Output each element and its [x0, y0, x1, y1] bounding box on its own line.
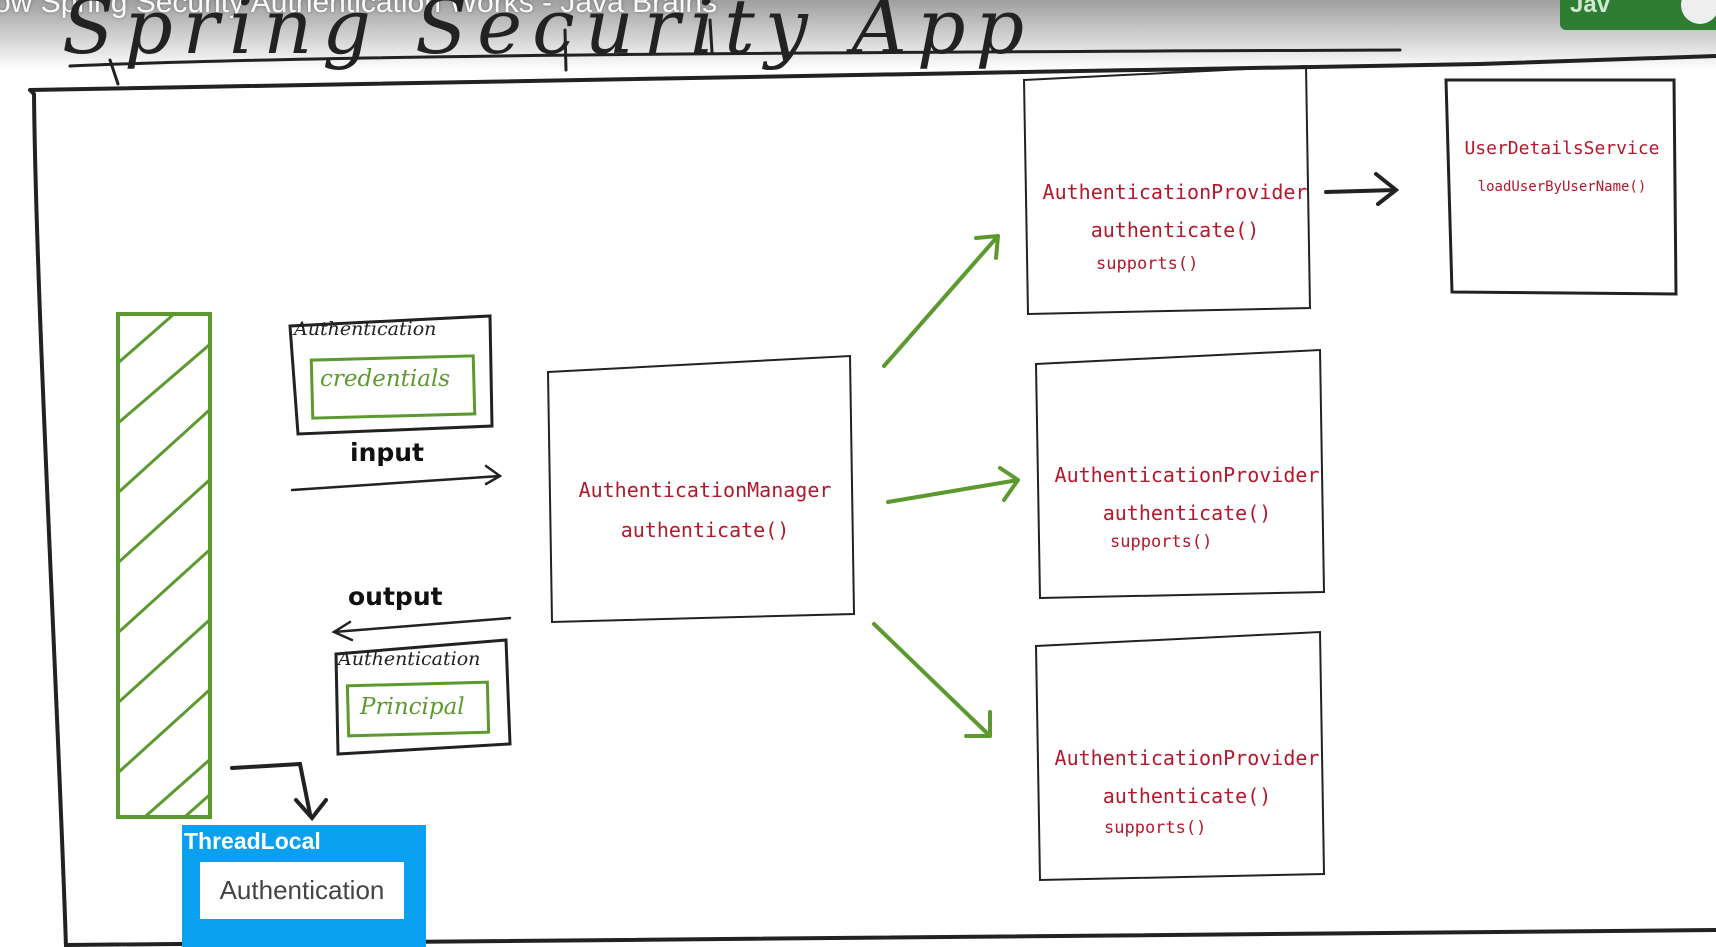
filter-hatched-block: [116, 312, 212, 819]
provider-box-1: [1022, 64, 1312, 316]
authentication-manager-method: authenticate(): [620, 518, 790, 542]
user-details-service-method: loadUserByUserName(): [1477, 179, 1647, 195]
provider-box-2: [1034, 348, 1326, 600]
provider-box-3: [1034, 630, 1326, 882]
user-details-service-label: UserDetailsService: [1464, 138, 1660, 159]
output-authentication-box: [334, 638, 512, 756]
arrow-to-threadlocal: [230, 761, 328, 822]
threadlocal-authentication: Authentication: [200, 862, 404, 919]
output-label: output: [348, 582, 443, 611]
channel-badge-label: Jav: [1570, 0, 1611, 18]
channel-badge[interactable]: Jav: [1560, 0, 1716, 30]
authentication-manager-label: AuthenticationManager: [578, 478, 832, 502]
provider-1-label: AuthenticationProvider: [1042, 180, 1308, 204]
provider-3-label: AuthenticationProvider: [1054, 746, 1320, 770]
arrow-to-provider-3: [872, 622, 992, 738]
output-arrow: [331, 616, 512, 642]
credentials-label: credentials: [320, 366, 451, 392]
provider-2-method-authenticate: authenticate(): [1102, 501, 1272, 525]
input-authentication-label: Authentication: [294, 318, 437, 340]
threadlocal-box: ThreadLocal Authentication: [182, 825, 426, 947]
arrow-to-provider-2: [886, 466, 1020, 504]
provider-2-label: AuthenticationProvider: [1054, 463, 1320, 487]
whiteboard-title: Spring Security App: [62, 0, 1035, 71]
principal-label: Principal: [360, 694, 465, 720]
provider-3-method-supports: supports(): [1104, 818, 1207, 838]
title-underline: [68, 18, 1402, 86]
provider-3-method-authenticate: authenticate(): [1102, 784, 1272, 808]
provider-2-method-supports: supports(): [1110, 532, 1213, 552]
arrow-to-provider-1: [882, 234, 1000, 368]
output-authentication-label: Authentication: [338, 648, 481, 670]
input-arrow: [290, 464, 503, 492]
arrow-to-user-details: [1324, 172, 1400, 206]
user-details-service-box: [1444, 78, 1678, 296]
threadlocal-label: ThreadLocal: [184, 828, 321, 854]
input-authentication-box: [288, 314, 494, 436]
provider-1-method-authenticate: authenticate(): [1090, 218, 1260, 242]
input-label: input: [350, 438, 425, 467]
provider-1-method-supports: supports(): [1096, 254, 1199, 274]
video-title: ow Spring Security Authentication Works …: [0, 0, 718, 19]
authentication-manager-box: [546, 354, 856, 624]
